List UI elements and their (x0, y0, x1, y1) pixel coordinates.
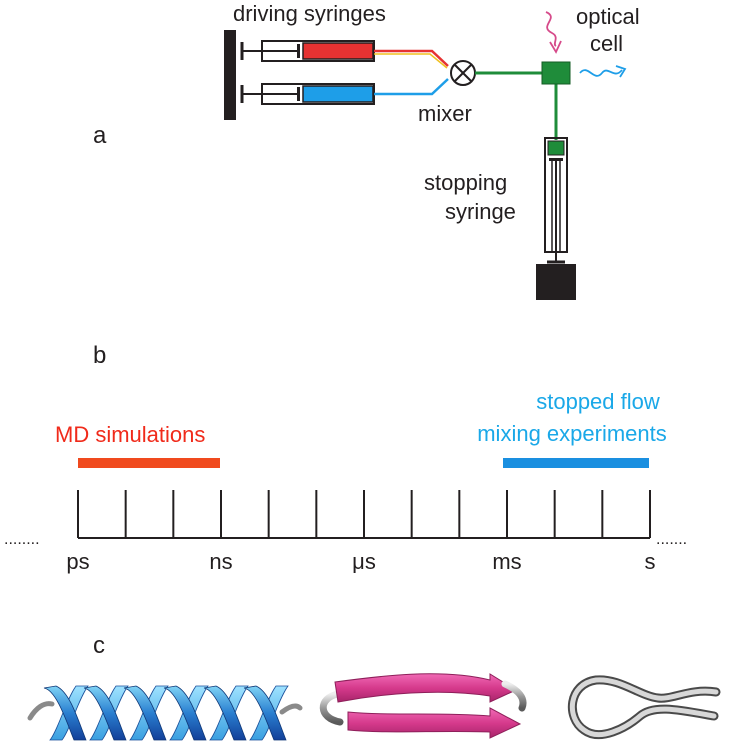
axis-right-dots: ....... (656, 531, 687, 548)
mixer-icon (450, 60, 476, 86)
stopped-flow-bar (503, 458, 649, 468)
stopped-flow-label-line2: mixing experiments (477, 421, 667, 446)
incoming-light-arrow-icon (545, 11, 557, 47)
top-driving-syringe (240, 40, 449, 69)
stopping-syringe (536, 137, 576, 300)
panel-a-letter: a (93, 122, 107, 149)
panel-c: c (27, 632, 721, 741)
panel-b: b MD simulations stopped flow mixing exp… (4, 342, 687, 574)
outgoing-light-arrow-icon (579, 69, 623, 77)
timescale-axis (77, 490, 651, 539)
bottom-driving-syringe (240, 78, 449, 105)
stopping-label-line2: syringe (445, 199, 516, 224)
stopped-flow-label-line1: stopped flow (536, 389, 660, 414)
syringe-plate (224, 30, 236, 120)
optical-label-line1: optical (576, 4, 640, 29)
random-coil-icon (567, 675, 721, 739)
driving-syringes-label: driving syringes (233, 1, 386, 26)
md-simulations-label: MD simulations (55, 422, 205, 447)
alpha-helix-icon (27, 685, 303, 741)
scale-labels: ps ns μs ms s (66, 549, 655, 574)
scale-label: s (645, 549, 656, 574)
panel-a: a driving syringes mi (93, 1, 640, 300)
md-simulations-bar (78, 458, 220, 468)
optical-cell (541, 61, 571, 85)
stopping-label-line1: stopping (424, 170, 507, 195)
scale-label: ps (66, 549, 89, 574)
beta-hairpin-icon (319, 673, 527, 739)
scale-label: ns (209, 549, 232, 574)
scale-label: μs (352, 549, 376, 574)
axis-left-dots: ........ (4, 531, 40, 548)
panel-c-letter: c (93, 632, 105, 659)
scale-label: ms (492, 549, 521, 574)
panel-b-letter: b (93, 342, 106, 369)
optical-label-line2: cell (590, 31, 623, 56)
mixer-label: mixer (418, 101, 472, 126)
